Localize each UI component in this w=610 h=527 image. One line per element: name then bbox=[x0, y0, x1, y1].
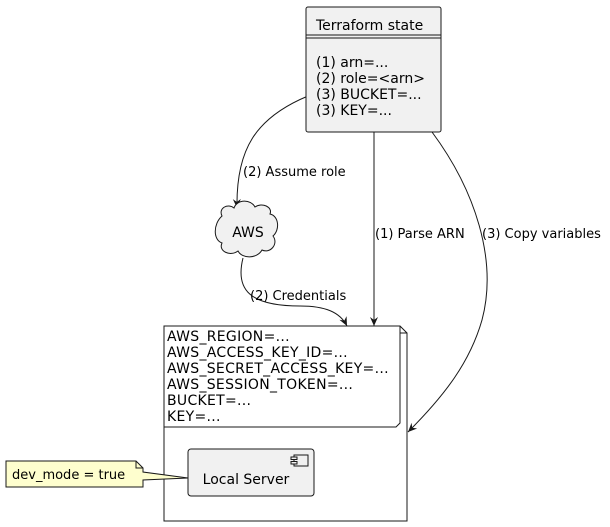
terraform-state-node: Terraform state (1) arn=... (2) role=<ar… bbox=[305, 6, 442, 133]
terraform-state-line: (3) BUCKET=... bbox=[316, 87, 422, 103]
env-var-line: AWS_SESSION_TOKEN=... bbox=[167, 377, 353, 393]
cloud-icon bbox=[214, 200, 278, 258]
env-var-line: BUCKET=... bbox=[167, 393, 251, 409]
edge-label-credentials: (2) Credentials bbox=[250, 289, 346, 304]
edge-label-assume-role: (2) Assume role bbox=[243, 165, 346, 180]
terraform-state-line: (2) role=<arn> bbox=[316, 71, 425, 87]
terraform-state-line: (3) KEY=... bbox=[316, 103, 392, 119]
local-server-node: Local Server bbox=[187, 448, 315, 497]
dev-mode-note: dev_mode = true bbox=[5, 460, 189, 488]
env-var-line: AWS_ACCESS_KEY_ID=... bbox=[167, 345, 348, 361]
env-var-line: AWS_REGION=... bbox=[167, 329, 290, 345]
edge-assume-role: (2) Assume role bbox=[232, 95, 346, 209]
edge-parse-arn: (1) Parse ARN bbox=[370, 132, 465, 326]
terraform-state-line: (1) arn=... bbox=[316, 55, 388, 71]
note-text: dev_mode = true bbox=[12, 468, 125, 483]
local-server-label: Local Server bbox=[203, 472, 290, 488]
terraform-state-title: Terraform state bbox=[315, 18, 423, 34]
aws-label: AWS bbox=[232, 225, 264, 241]
component-icon bbox=[290, 454, 309, 467]
env-var-line: KEY=... bbox=[167, 409, 221, 425]
edge-credentials: (2) Credentials bbox=[240, 257, 348, 327]
aws-cloud-node: AWS bbox=[214, 200, 278, 258]
edge-label-copy-variables: (3) Copy variables bbox=[482, 227, 601, 242]
edge-label-parse-arn: (1) Parse ARN bbox=[375, 227, 465, 242]
env-var-line: AWS_SECRET_ACCESS_KEY=... bbox=[167, 361, 389, 377]
edge-copy-variables: (3) Copy variables bbox=[407, 131, 601, 433]
